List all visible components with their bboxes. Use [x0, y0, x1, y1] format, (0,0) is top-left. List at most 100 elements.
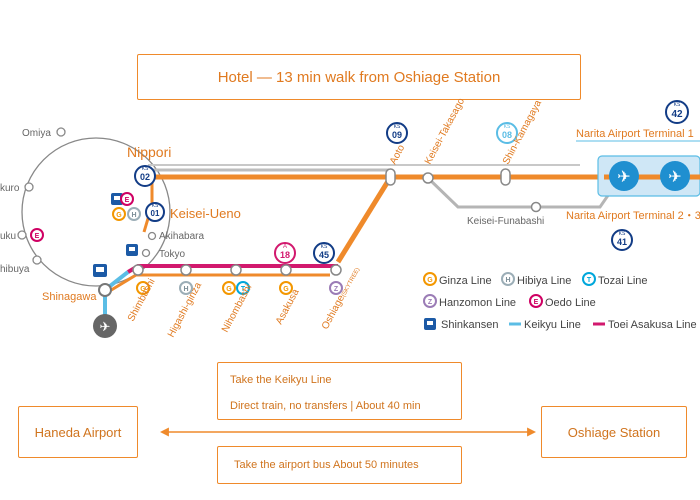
svg-text:G: G — [427, 277, 433, 284]
asakusa-station-marker — [280, 264, 292, 276]
svg-text:01: 01 — [151, 209, 160, 218]
yamanote-loop-line — [21, 137, 171, 287]
legend-toei-asakusa: Toei Asakusa Line — [593, 319, 697, 331]
bus-route-box: Take the airport bus About 50 minutes — [217, 446, 462, 484]
narita-t23-ks-badge: KS 41 — [611, 229, 633, 251]
svg-text:✈: ✈ — [668, 169, 681, 186]
legend-keikyu: Keikyu Line — [509, 319, 581, 331]
narita-t1-airplane-icon: ✈ — [609, 161, 639, 191]
shin-kamagaya-ks-badge: KS 08 — [496, 122, 518, 144]
keikyu-route-box: Take the Keikyu Line Direct train, no tr… — [217, 362, 462, 420]
higashi-ginza-hibiya-badge: H — [179, 281, 193, 295]
svg-text:A: A — [283, 244, 287, 250]
svg-text:42: 42 — [671, 109, 683, 120]
page-title: Hotel — 13 min walk from Oshiage Station — [217, 68, 501, 86]
tokyo-station-marker — [141, 248, 151, 258]
svg-text:E: E — [35, 233, 40, 240]
shinagawa-station-marker — [98, 283, 112, 297]
higashi-ginza-station-marker — [180, 264, 192, 276]
legend-hanzomon: Z Hanzomon Line — [423, 294, 516, 309]
shinagawa-label: Shinagawa — [42, 291, 97, 303]
svg-text:G: G — [226, 286, 232, 293]
tokyo-shinkansen-icon — [126, 244, 138, 256]
keisei-oshiage-line — [335, 176, 393, 264]
keisei-ueno-label: Keisei-Ueno — [170, 206, 241, 221]
legend-oedo: E Oedo Line — [529, 294, 596, 309]
legend-ginza: G Ginza Line — [423, 272, 492, 287]
svg-text:H: H — [131, 212, 136, 219]
bus-route-text: Take the airport bus About 50 minutes — [234, 459, 419, 471]
oshiage-station-label: Oshiage Station — [567, 424, 661, 440]
narita-t1-ks-badge: KS 42 — [665, 100, 689, 124]
svg-text:Hanzomon Line: Hanzomon Line — [439, 297, 516, 309]
keikyu-route-detail: Direct train, no transfers | About 40 mi… — [230, 400, 421, 412]
shin-kamagaya-station-marker — [500, 168, 511, 186]
shibuya-station-marker — [32, 255, 42, 265]
oshiage-station-box: Oshiage Station — [541, 406, 687, 458]
svg-text:Keikyu Line: Keikyu Line — [524, 319, 581, 331]
legend-hibiya: H Hibiya Line — [501, 272, 571, 287]
keisei-funabashi-station-marker — [530, 201, 542, 213]
asakusa-label: Asakusa — [274, 287, 302, 326]
legend: G Ginza Line H Hibiya Line T Tozai Line … — [423, 272, 697, 331]
svg-text:41: 41 — [617, 237, 627, 247]
svg-text:45: 45 — [319, 250, 329, 260]
svg-text:T: T — [241, 286, 246, 293]
keisei-funabashi-branch — [426, 176, 622, 209]
svg-text:KS: KS — [321, 244, 328, 250]
ikebukuro-station-marker — [24, 182, 34, 192]
svg-text:18: 18 — [280, 250, 290, 260]
keikyu-route-title: Take the Keikyu Line — [230, 374, 332, 386]
aoto-station-marker — [385, 168, 396, 186]
svg-text:Toei Asakusa Line: Toei Asakusa Line — [608, 319, 697, 331]
nippori-ks-badge: KS 02 — [134, 165, 156, 187]
svg-text:H: H — [183, 286, 188, 293]
svg-text:08: 08 — [502, 130, 512, 140]
haneda-airport-box: Haneda Airport — [18, 406, 138, 458]
narita-t23-airplane-icon: ✈ — [660, 161, 690, 191]
nihombashi-station-marker — [230, 264, 242, 276]
svg-text:KS: KS — [674, 102, 681, 108]
svg-text:G: G — [140, 286, 146, 293]
akihabara-station-marker — [147, 231, 157, 241]
omiya-station-marker — [56, 127, 66, 137]
shimbashi-ginza-badge: G — [136, 281, 150, 295]
nihombashi-ginza-badge: G — [222, 281, 236, 295]
ikebukuro-label: kuro — [0, 183, 20, 194]
narita-t23-label: Narita Airport Terminal 2・3 — [566, 210, 700, 222]
oshiage-station-marker — [330, 264, 342, 276]
oshiage-a-badge: A 18 — [274, 242, 296, 264]
svg-text:E: E — [534, 299, 539, 306]
svg-text:Oedo Line: Oedo Line — [545, 297, 596, 309]
shibuya-label: hibuya — [0, 264, 30, 275]
svg-text:Z: Z — [334, 286, 339, 293]
nippori-label: Nippori — [127, 144, 171, 160]
shinagawa-shinkansen-icon — [93, 264, 107, 277]
svg-text:KS: KS — [142, 166, 149, 172]
hotel-title-box: Hotel — 13 min walk from Oshiage Station — [137, 54, 581, 100]
svg-text:H: H — [505, 277, 510, 284]
ueno-oedo-badge: E — [120, 192, 134, 206]
svg-text:G: G — [116, 212, 122, 219]
haneda-airport-label: Haneda Airport — [34, 424, 122, 440]
svg-text:Shinkansen: Shinkansen — [441, 319, 499, 331]
legend-shinkansen: Shinkansen — [424, 318, 499, 331]
svg-text:KS: KS — [619, 231, 626, 237]
svg-text:Z: Z — [428, 299, 433, 306]
legend-tozai: T Tozai Line — [582, 272, 648, 287]
haneda-airplane-icon: ✈ — [93, 314, 117, 338]
svg-text:G: G — [283, 286, 289, 293]
svg-text:02: 02 — [140, 172, 150, 182]
svg-text:KS: KS — [504, 124, 511, 130]
nihombashi-tozai-badge: T — [236, 281, 250, 295]
aoto-ks-badge: KS 09 — [386, 122, 408, 144]
keisei-funabashi-label: Keisei-Funabashi — [467, 216, 544, 227]
aoto-label: Aoto — [388, 143, 408, 167]
oshiage-ks-badge: KS 45 — [313, 242, 335, 264]
shinjuku-station-marker — [17, 230, 27, 240]
svg-text:✈: ✈ — [617, 169, 630, 186]
keisei-takasago-station-marker — [422, 172, 434, 184]
ueno-hibiya-badge: H — [127, 207, 141, 221]
svg-text:Ginza Line: Ginza Line — [439, 275, 492, 287]
oedo-badge: E — [30, 228, 44, 242]
